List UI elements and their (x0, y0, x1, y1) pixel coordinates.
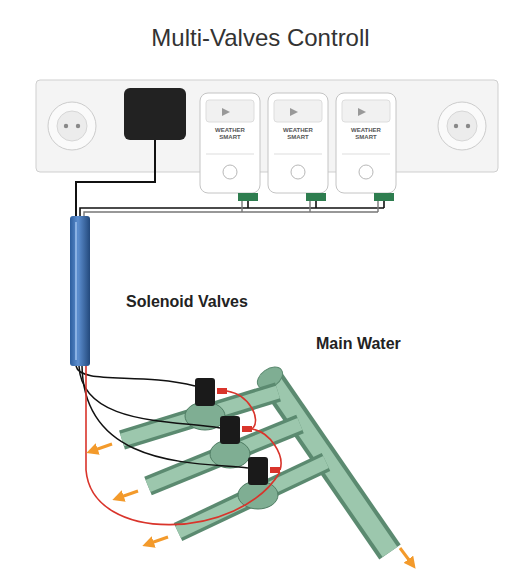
controller-screen (274, 100, 322, 122)
solenoid-coil (195, 378, 215, 406)
terminal-block (374, 193, 394, 201)
controller-icon (290, 108, 298, 116)
wire-connector (217, 388, 227, 394)
branch-pipe (122, 392, 326, 532)
diagram-title: Multi-Valves Controll (4, 24, 513, 52)
socket-hole (64, 124, 68, 128)
controller-icon (358, 108, 366, 116)
terminal-block (238, 193, 258, 201)
socket-hole (454, 124, 458, 128)
socket-face (447, 111, 477, 141)
device-brand: WEATHER SMART (276, 127, 320, 140)
controller-button (291, 165, 305, 179)
wall-socket (48, 102, 96, 150)
controller-divider (206, 154, 254, 155)
controller-button (359, 165, 373, 179)
flow-arrow (400, 548, 412, 564)
valve-body (238, 481, 278, 509)
socket-hole (466, 124, 470, 128)
controller-body (200, 93, 260, 193)
socket-rim (438, 102, 486, 150)
solenoid-valve (238, 457, 280, 509)
valve-body (210, 440, 250, 468)
transformer-highlight (75, 222, 77, 360)
device-brand: WEATHER SMART (208, 127, 252, 140)
part-label: Solenoid Valves (126, 292, 248, 311)
controller-body (268, 93, 328, 193)
wire-connector (242, 426, 252, 432)
socket-face (57, 111, 87, 141)
socket-rim (48, 102, 96, 150)
controller-button (223, 165, 237, 179)
controller-body (336, 93, 396, 193)
controller-divider (342, 154, 390, 155)
smart-controller (336, 93, 396, 201)
solenoid-coil (248, 457, 268, 485)
flow-arrow (92, 444, 112, 451)
signal-wire (80, 201, 384, 216)
solenoid-coil (220, 416, 240, 444)
controller-screen (342, 100, 390, 122)
wall-panel (36, 80, 498, 172)
smart-controller (200, 93, 260, 201)
adapter-cable (76, 140, 155, 216)
main-pipe (270, 378, 390, 552)
socket-hole (76, 124, 80, 128)
flow-arrow (148, 537, 168, 544)
terminal-block (306, 193, 326, 201)
smart-controller (268, 93, 328, 201)
wire-connector (270, 467, 280, 473)
solenoid-valve (210, 416, 252, 468)
controller-divider (274, 154, 322, 155)
power-adapter (124, 88, 186, 140)
flow-arrow (118, 491, 138, 498)
common-red-wire (86, 366, 281, 525)
common-wire (84, 201, 378, 216)
valve-wire (76, 366, 195, 386)
valve-wire (82, 366, 248, 468)
part-label: Main Water (316, 334, 401, 353)
controller-icon (222, 108, 230, 116)
valve-wire (79, 366, 220, 428)
device-brand: WEATHER SMART (344, 127, 388, 140)
main-pipe-shade (270, 378, 390, 552)
transformer (70, 216, 90, 366)
controller-screen (206, 100, 254, 122)
wall-socket (438, 102, 486, 150)
